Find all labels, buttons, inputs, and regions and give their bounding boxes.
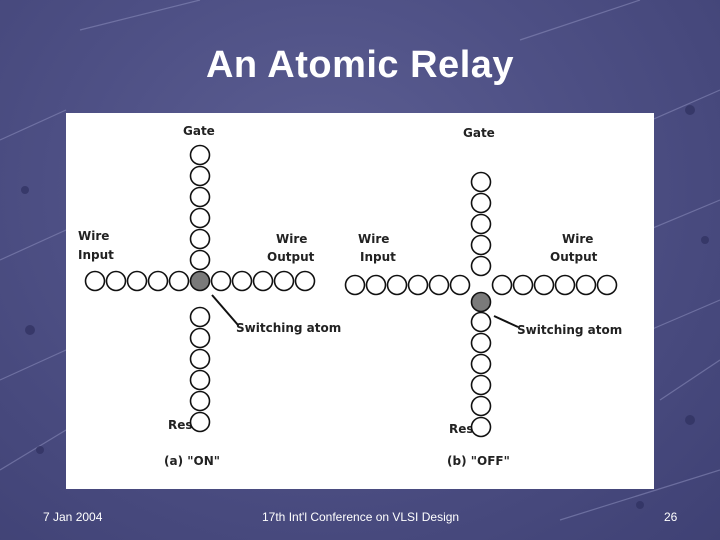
wire-output-label-off-line2: Output [550, 250, 598, 264]
wire-input-atom [84, 270, 106, 292]
gate-atom [189, 144, 211, 166]
reset-atom [189, 306, 211, 328]
wire-output-label-on-line2: Output [267, 250, 315, 264]
wire-input-label-on-line2: Input [78, 248, 114, 262]
wire-output-atom [273, 270, 295, 292]
wire-input-atom [126, 270, 148, 292]
reset-atom [189, 390, 211, 412]
wire-input-atom [344, 274, 366, 296]
slide-title: An Atomic Relay [205, 44, 515, 86]
footer-date: 7 Jan 2004 [43, 510, 103, 524]
wire-input-atom [147, 270, 169, 292]
reset-atom [470, 395, 492, 417]
wire-output-atom [294, 270, 316, 292]
wire-input-atom [386, 274, 408, 296]
wire-output-atom [575, 274, 597, 296]
gate-atom [470, 213, 492, 235]
switching-atom [189, 270, 211, 292]
reset-atom [189, 411, 211, 433]
switching-atom-pointer [493, 315, 519, 328]
wire-input-atom [168, 270, 190, 292]
gate-atom [189, 228, 211, 250]
switching-atom-pointer [211, 294, 239, 326]
atom-chains [84, 144, 618, 438]
gate-label-on: Gate [183, 124, 215, 138]
gate-atom [189, 249, 211, 271]
wire-output-atom [231, 270, 253, 292]
gate-atom [189, 207, 211, 229]
wire-input-atom [407, 274, 429, 296]
gate-atom [189, 186, 211, 208]
caption-on: (a) "ON" [164, 454, 220, 468]
switching-atom-label-off: Switching atom [517, 323, 622, 337]
caption-off: (b) "OFF" [447, 454, 510, 468]
wire-output-atom [491, 274, 513, 296]
reset-atom [189, 348, 211, 370]
gate-atom [470, 192, 492, 214]
wire-input-atom [105, 270, 127, 292]
reset-atom [189, 327, 211, 349]
page-number: 26 [664, 510, 678, 524]
gate-atom [470, 171, 492, 193]
wire-output-atom [512, 274, 534, 296]
wire-output-atom [554, 274, 576, 296]
gate-atom [470, 234, 492, 256]
gate-atom [470, 255, 492, 277]
atomic-relay-diagram: Gate Wire Input Wire Output Switching at… [66, 113, 654, 489]
wire-output-atom [210, 270, 232, 292]
wire-output-atom [252, 270, 274, 292]
wire-input-atom [449, 274, 471, 296]
reset-atom [470, 353, 492, 375]
wire-output-atom [533, 274, 555, 296]
wire-output-label-off-line1: Wire [562, 232, 593, 246]
reset-atom [470, 332, 492, 354]
wire-input-atom [428, 274, 450, 296]
wire-input-label-off-line2: Input [360, 250, 396, 264]
reset-atom [470, 311, 492, 333]
gate-atom [189, 165, 211, 187]
wire-output-label-on-line1: Wire [276, 232, 307, 246]
reset-atom [470, 416, 492, 438]
reset-atom [189, 369, 211, 391]
wire-input-label-off-line1: Wire [358, 232, 389, 246]
reset-atom [470, 374, 492, 396]
wire-output-atom [596, 274, 618, 296]
wire-input-label-on-line1: Wire [78, 229, 109, 243]
wire-input-atom [365, 274, 387, 296]
footer-conference: 17th Int'l Conference on VLSI Design [262, 510, 460, 524]
switching-atom [470, 291, 492, 313]
gate-label-off: Gate [463, 126, 495, 140]
switching-atom-label-on: Switching atom [236, 321, 341, 335]
